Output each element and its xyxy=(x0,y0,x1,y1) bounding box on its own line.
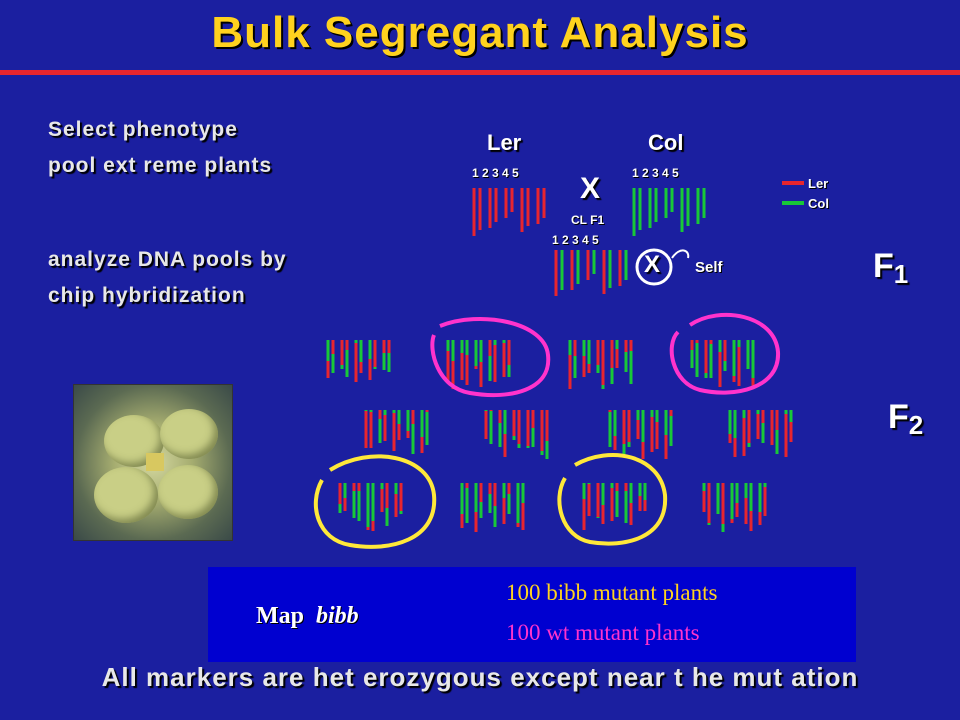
legend-col-label: Col xyxy=(808,196,829,211)
wt-pool-line: 100 wt mutant plants xyxy=(506,620,700,645)
cross-symbol: X xyxy=(580,172,601,205)
label-generation-f2: F2 xyxy=(888,398,924,440)
self-arrow-icon xyxy=(671,249,690,259)
label-generation-f1: F1 xyxy=(873,247,909,289)
conclusion-text: All markers are het erozygous except nea… xyxy=(101,662,859,692)
chromosome-numbers-ler: 1 2 3 4 5 xyxy=(472,166,519,180)
selection-circle-f1-left xyxy=(430,317,551,398)
legend-ler-label: Ler xyxy=(808,176,829,191)
chromosome-numbers-col: 1 2 3 4 5 xyxy=(632,166,679,180)
selection-circle-f2-left xyxy=(313,454,437,549)
self-cross-symbol: X xyxy=(644,251,661,278)
map-bibb-label: Map bibb xyxy=(256,603,359,629)
mutant-plant-photo xyxy=(73,384,233,541)
label-ler: Ler xyxy=(487,130,522,155)
slide-title: Bulk Segregant Analysis xyxy=(211,8,749,57)
title-underline xyxy=(0,70,960,75)
label-col: Col xyxy=(648,130,684,155)
chromosome-numbers-f1: 1 2 3 4 5 xyxy=(552,233,599,247)
mutant-pool-line: 100 bibb mutant plants xyxy=(506,580,718,605)
selection-circle-f2-right xyxy=(557,453,668,546)
self-cross-circle xyxy=(635,248,673,286)
map-bibb-box: Map bibb 100 bibb mutant plants 100 wt m… xyxy=(208,567,856,662)
text-analyze-dna: analyze DNA pools by xyxy=(48,248,287,271)
selection-circle-f1-right xyxy=(669,312,781,395)
text-select-phenotype: Select phenotype xyxy=(48,118,238,141)
label-cl-f1: CL F1 xyxy=(571,213,605,227)
text-pool-plants: pool ext reme plants xyxy=(48,154,273,177)
label-self: Self xyxy=(695,259,723,276)
text-chip-hybridization: chip hybridization xyxy=(48,284,246,307)
